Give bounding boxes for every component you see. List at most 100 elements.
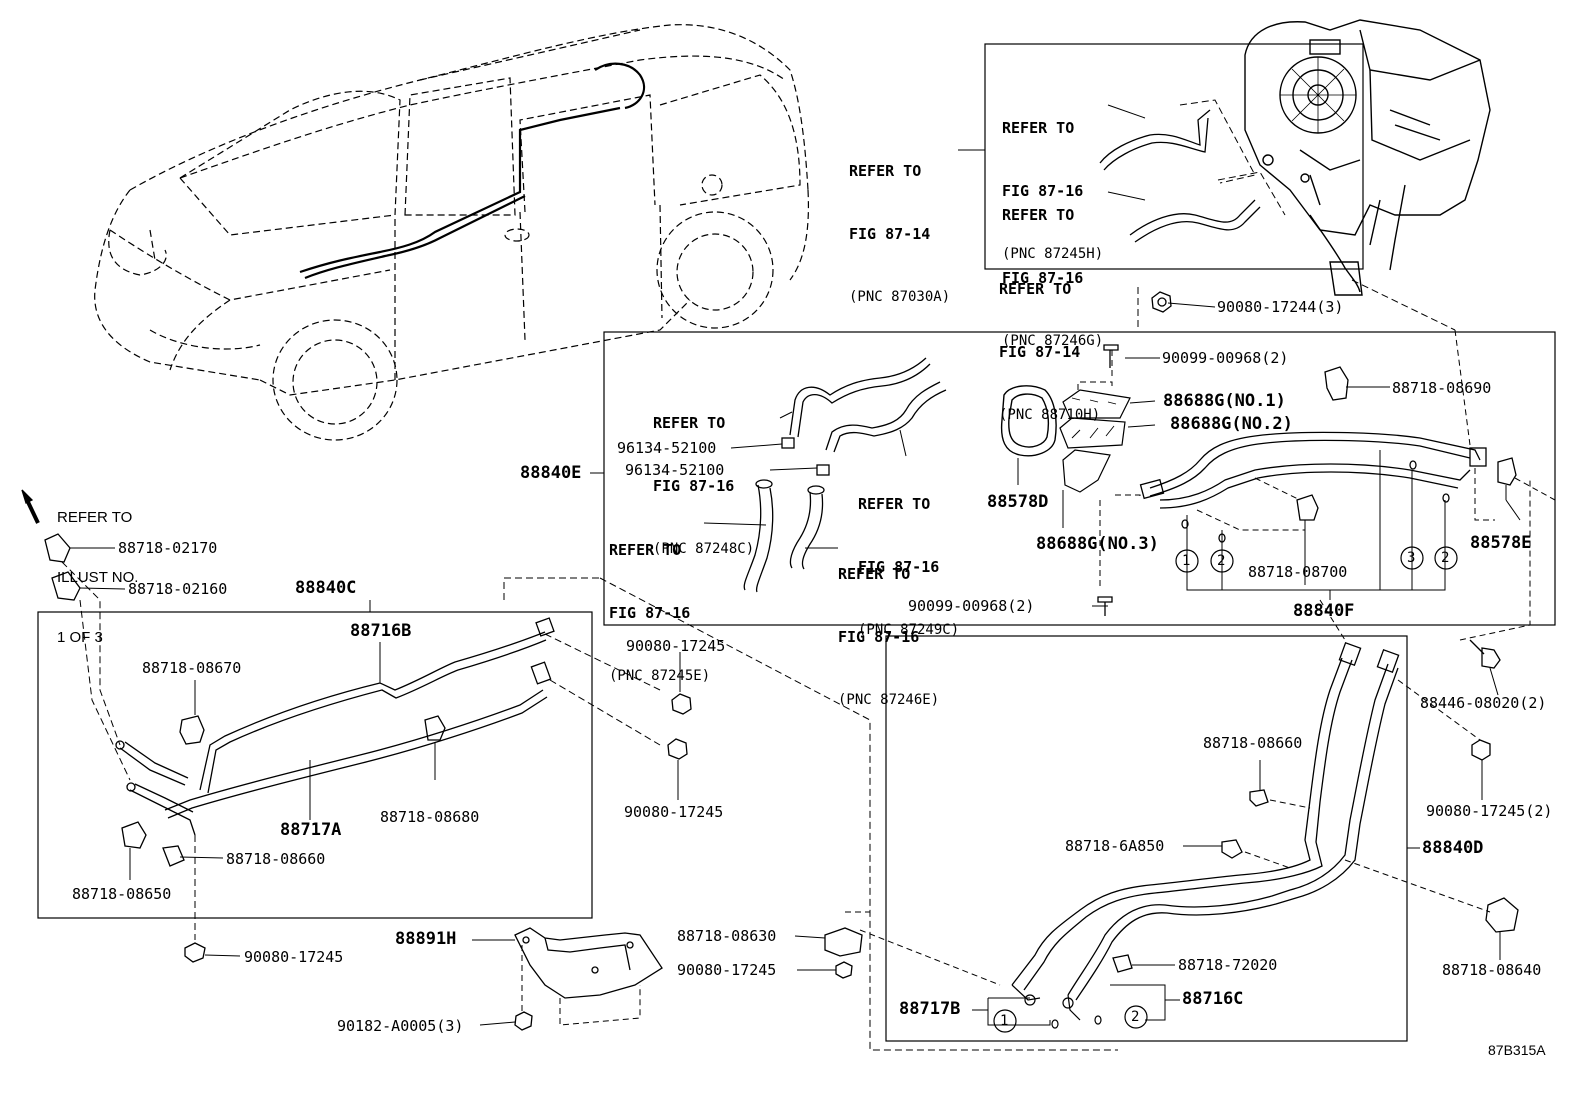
top-box-hoses: [1099, 109, 1261, 243]
clip-88718-08700: [1296, 494, 1319, 521]
part-label-88688G-no3: 88688G(NO.3): [1036, 534, 1159, 554]
part-label-88717A: 88717A: [280, 820, 342, 840]
callout-number: 1: [1000, 1013, 1009, 1029]
pipe-88840F-dashed: [1196, 329, 1556, 641]
part-label-88718-08670: 88718-08670: [142, 659, 242, 677]
refer-fig: FIG 87-16: [838, 628, 920, 646]
clip-88718-72020: [1112, 954, 1175, 973]
refer-fig: FIG 87-16: [1002, 269, 1084, 287]
part-label-90080-17245-d: 90080-17245: [677, 961, 777, 979]
callout-number: 1: [1182, 553, 1191, 569]
part-label-90080-17244: 90080-17244(3): [1217, 298, 1344, 316]
lower-mid-dashed: [845, 911, 1001, 986]
screw-90099-00968-top: [1103, 344, 1119, 368]
clip-88718-08630: [794, 927, 863, 957]
refer-fig: FIG 87-16: [653, 477, 735, 495]
part-label-88718-08660-left: 88718-08660: [226, 850, 326, 868]
pipe-88840D: [1011, 641, 1400, 1001]
nut-90080-17245-c: [184, 942, 241, 963]
part-label-88840D: 88840D: [1422, 838, 1484, 858]
refer-87245E: REFER TO FIG 87-16 (PNC 87245E): [609, 498, 710, 708]
refer-87245H: REFER TO FIG 87-16 (PNC 87245H): [1002, 76, 1103, 286]
center-hoses: [743, 357, 947, 593]
part-label-88718-08700: 88718-08700: [1248, 563, 1348, 581]
part-label-88718-02160: 88718-02160: [128, 580, 228, 598]
center-leaders-mid: [1062, 357, 1160, 607]
nut-90080-17245-a: [671, 693, 692, 715]
nut-90080-17245-2: [1471, 739, 1491, 800]
refer-87246E: REFER TO FIG 87-16 (PNC 87246E): [838, 522, 939, 732]
part-label-90099-00968-bot: 90099-00968(2): [908, 597, 1035, 615]
part-label-96134-52100-a: 96134-52100: [617, 439, 717, 457]
refer-illust-note: REFER TO ILLUST NO. 1 OF 3: [57, 468, 138, 668]
part-label-88718-08690: 88718-08690: [1392, 379, 1492, 397]
refer-pnc: (PNC 87249C): [858, 622, 960, 638]
callout-number: 2: [1131, 1009, 1140, 1025]
part-label-90182-A0005: 90182-A0005(3): [337, 1017, 464, 1035]
refer-pnc: (PNC 87030A): [849, 289, 951, 305]
part-label-88716B: 88716B: [350, 621, 412, 641]
middle-leaders: [677, 652, 681, 800]
grommet-88578D: [1000, 385, 1057, 485]
clip-88718-08680: [424, 715, 446, 741]
refer-label: REFER TO: [858, 495, 931, 513]
center-box: [603, 331, 1556, 626]
refer-label: REFER TO: [999, 280, 1072, 298]
right-lower-box: [885, 635, 1408, 1042]
part-label-88891H: 88891H: [395, 929, 457, 949]
part-label-88840C: 88840C: [295, 578, 357, 598]
top-box-dashed: [1137, 99, 1456, 331]
bracket-88891H-dashed: [521, 945, 641, 1026]
part-label-88718-72020: 88718-72020: [1178, 956, 1278, 974]
left-leaders: [70, 547, 436, 880]
part-label-88718-08660-right: 88718-08660: [1203, 734, 1303, 752]
part-label-90080-17245-c: 90080-17245: [244, 948, 344, 966]
refer-87248C: REFER TO FIG 87-16 (PNC 87248C): [653, 371, 754, 581]
part-label-96134-52100-b: 96134-52100: [625, 461, 725, 479]
pipe-ends-left: [115, 740, 196, 836]
left-box: [37, 611, 593, 919]
part-label-90080-17245-a: 90080-17245: [626, 637, 726, 655]
part-label-90080-17245-b: 90080-17245: [624, 803, 724, 821]
arrow-icon: [21, 489, 40, 524]
refer-label: REFER TO: [1002, 206, 1075, 224]
part-label-88718-6A850: 88718-6A850: [1065, 837, 1165, 855]
nut-90080-17244: [1151, 291, 1172, 313]
part-label-88718-08650: 88718-08650: [72, 885, 172, 903]
seal-plates-88688G: [1059, 389, 1131, 493]
refer-87030A: REFER TO FIG 87-14 (PNC 87030A): [849, 119, 950, 329]
refer-illust-line-3: 1 OF 3: [57, 629, 103, 646]
refer-label: REFER TO: [838, 565, 911, 583]
pipe-88840D-ends: [1011, 984, 1102, 1029]
leaders-top: [958, 104, 1340, 308]
part-label-88716C: 88716C: [1182, 989, 1244, 1009]
refer-pnc: (PNC 87246E): [838, 692, 940, 708]
part-label-88446-08020: 88446-08020(2): [1420, 694, 1547, 712]
pipe-88840F-leaders: [1186, 386, 1446, 600]
refer-fig: FIG 87-16: [1002, 182, 1084, 200]
illustration-id: 87B315A: [1488, 1042, 1546, 1058]
refer-illust-line-2: ILLUST NO.: [57, 569, 139, 586]
refer-88710H: REFER TO FIG 87-14 (PNC 88710H): [999, 237, 1100, 447]
clip-88718-6A850: [1183, 839, 1243, 859]
refer-87249C: REFER TO FIG 87-16 (PNC 87249C): [858, 452, 959, 662]
part-label-88718-02170: 88718-02170: [118, 539, 218, 557]
part-label-88688G-no1: 88688G(NO.1): [1163, 391, 1286, 411]
vehicle-illustration: [94, 24, 809, 441]
refer-illust-line-1: REFER TO: [57, 509, 133, 526]
refer-pnc: (PNC 87246G): [1002, 333, 1104, 349]
callout-number: 2: [1441, 550, 1450, 566]
callout-circles-88840D: [993, 1005, 1148, 1033]
bracket-88891H: [514, 927, 663, 999]
clip-88718-02160: [51, 571, 81, 601]
callout-number: 2: [1217, 553, 1226, 569]
bracket-88717B-88716C: [972, 984, 1180, 1026]
clip-88718-08670: [179, 715, 205, 745]
bolt-88446-08020: [1469, 639, 1501, 696]
pipe-88717A: [164, 661, 552, 819]
part-label-88578E: 88578E: [1470, 533, 1532, 553]
clip-88718-02170: [44, 533, 71, 563]
vehicle-pipe-routing: [299, 62, 646, 280]
